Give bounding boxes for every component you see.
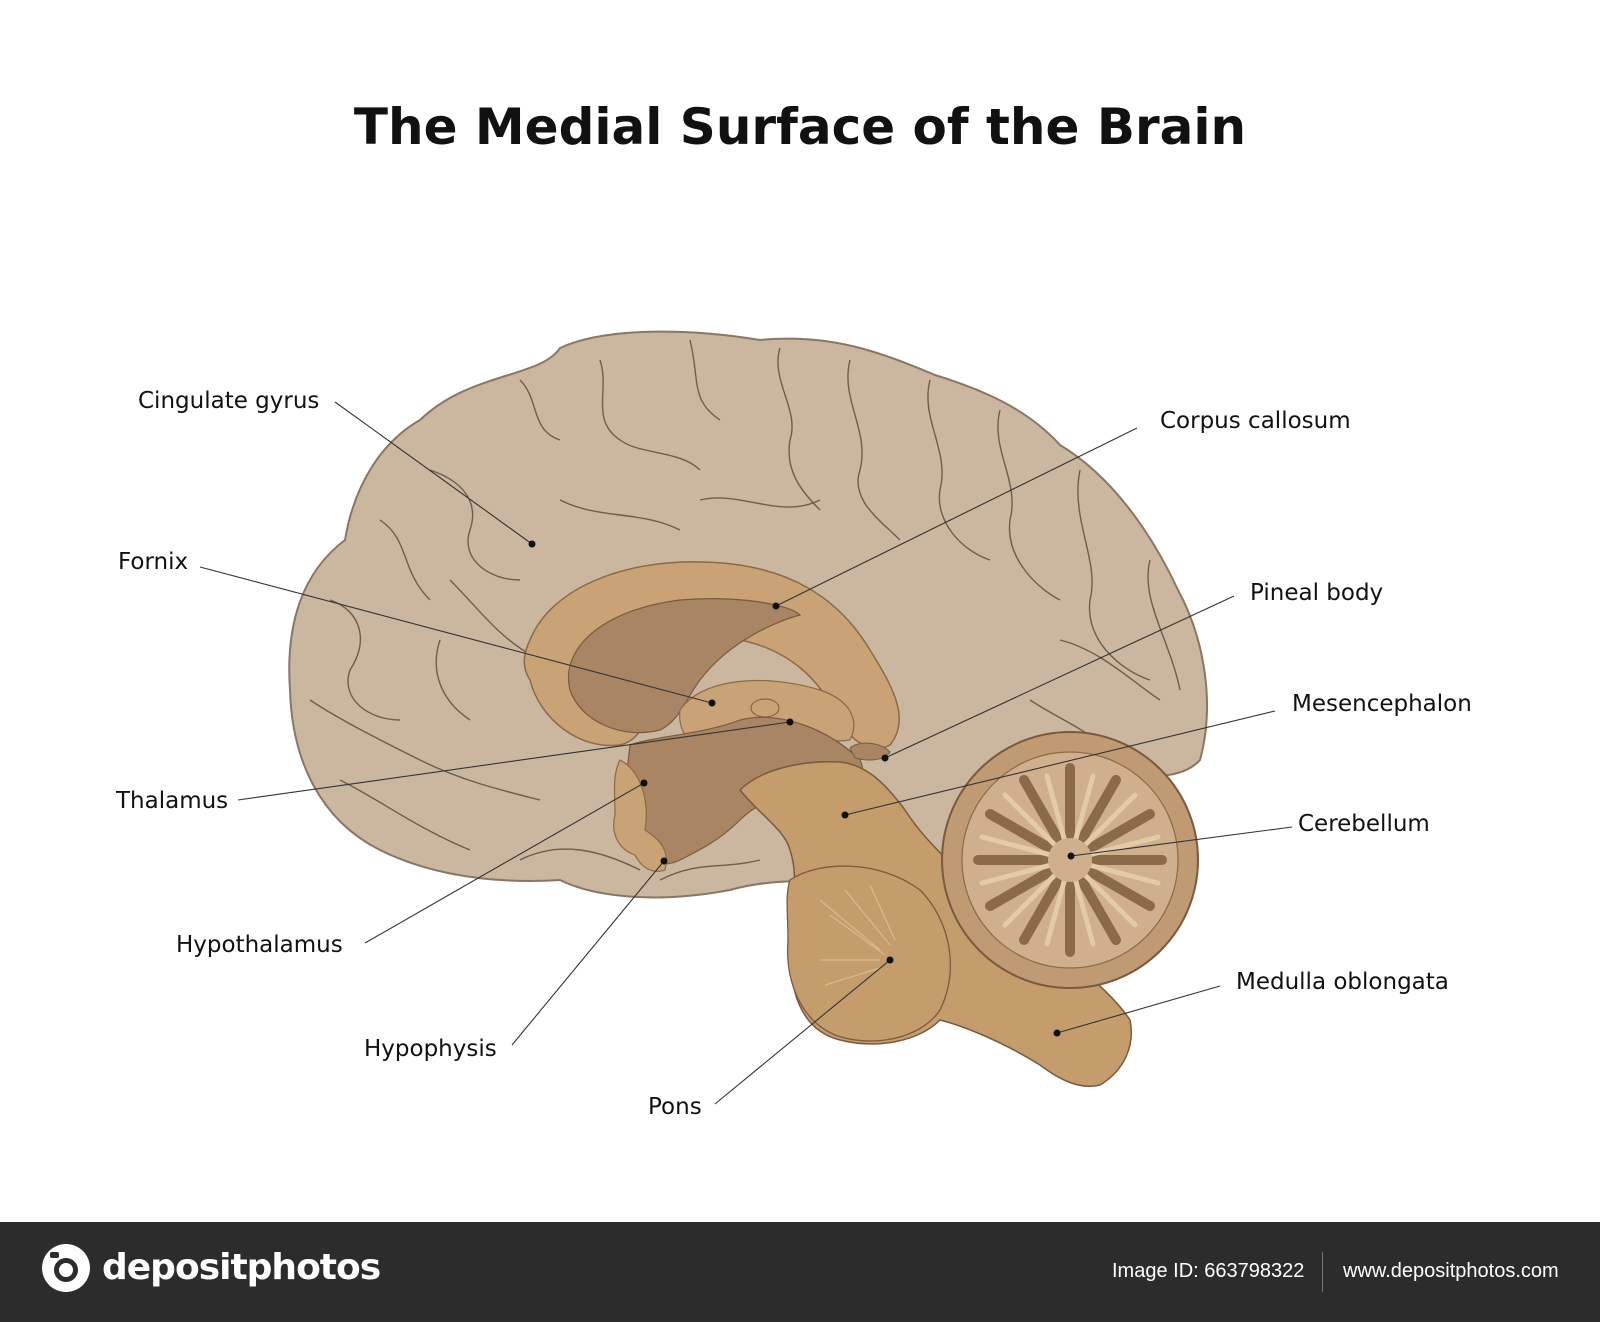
diagram-title: The Medial Surface of the Brain bbox=[353, 98, 1247, 156]
label-pineal-body: Pineal body bbox=[1250, 580, 1383, 606]
interthalamic-adhesion bbox=[750, 698, 780, 718]
cerebellum-shape bbox=[941, 731, 1199, 989]
label-pons: Pons bbox=[648, 1094, 702, 1120]
footer-bar: depositphotos Image ID: 663798322 www.de… bbox=[0, 1222, 1600, 1322]
pons-shape bbox=[786, 865, 952, 1042]
label-hypophysis: Hypophysis bbox=[364, 1036, 497, 1062]
leader-lines bbox=[199, 401, 1293, 1105]
label-corpus-callosum: Corpus callosum bbox=[1160, 408, 1351, 434]
footer-divider bbox=[1322, 1252, 1323, 1292]
label-hypothalamus: Hypothalamus bbox=[176, 932, 343, 958]
label-medulla-oblongata: Medulla oblongata bbox=[1236, 969, 1449, 995]
camera-logo-icon bbox=[42, 1244, 90, 1292]
sulci-lines bbox=[309, 339, 1181, 881]
label-thalamus: Thalamus bbox=[115, 788, 228, 814]
hypothalamic-region bbox=[613, 759, 667, 872]
pineal-body-shape bbox=[849, 742, 891, 761]
label-cerebellum: Cerebellum bbox=[1298, 811, 1430, 837]
pons-fibers bbox=[819, 884, 896, 986]
label-mesencephalon: Mesencephalon bbox=[1292, 691, 1472, 717]
label-cingulate-gyrus: Cingulate gyrus bbox=[138, 388, 319, 414]
site-url: www.depositphotos.com bbox=[1343, 1260, 1559, 1282]
brand-name: depositphotos bbox=[102, 1247, 381, 1288]
image-id: Image ID: 663798322 bbox=[1112, 1260, 1305, 1282]
brain-diagram: Cingulate gyrus Fornix Thalamus Hypothal… bbox=[115, 330, 1472, 1120]
label-fornix: Fornix bbox=[118, 549, 188, 575]
lateral-ventricle bbox=[568, 598, 802, 734]
